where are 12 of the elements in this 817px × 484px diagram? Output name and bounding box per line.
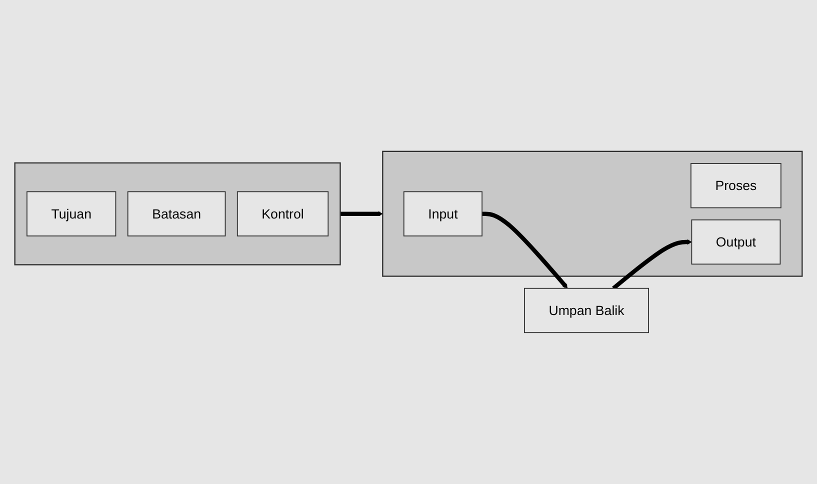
cluster (382, 150, 803, 277)
node-box: Output (691, 219, 781, 265)
arrow (340, 211, 383, 216)
node-box: Kontrol (236, 191, 329, 236)
node-box: Proses (690, 163, 782, 208)
node-box: Umpan Balik (524, 288, 649, 334)
arrow (612, 239, 692, 290)
node-box: Tujuan (26, 191, 116, 236)
node-box: Input (403, 191, 482, 236)
cluster (14, 162, 341, 266)
node-box: Batasan (127, 191, 226, 236)
arrow (482, 212, 568, 289)
